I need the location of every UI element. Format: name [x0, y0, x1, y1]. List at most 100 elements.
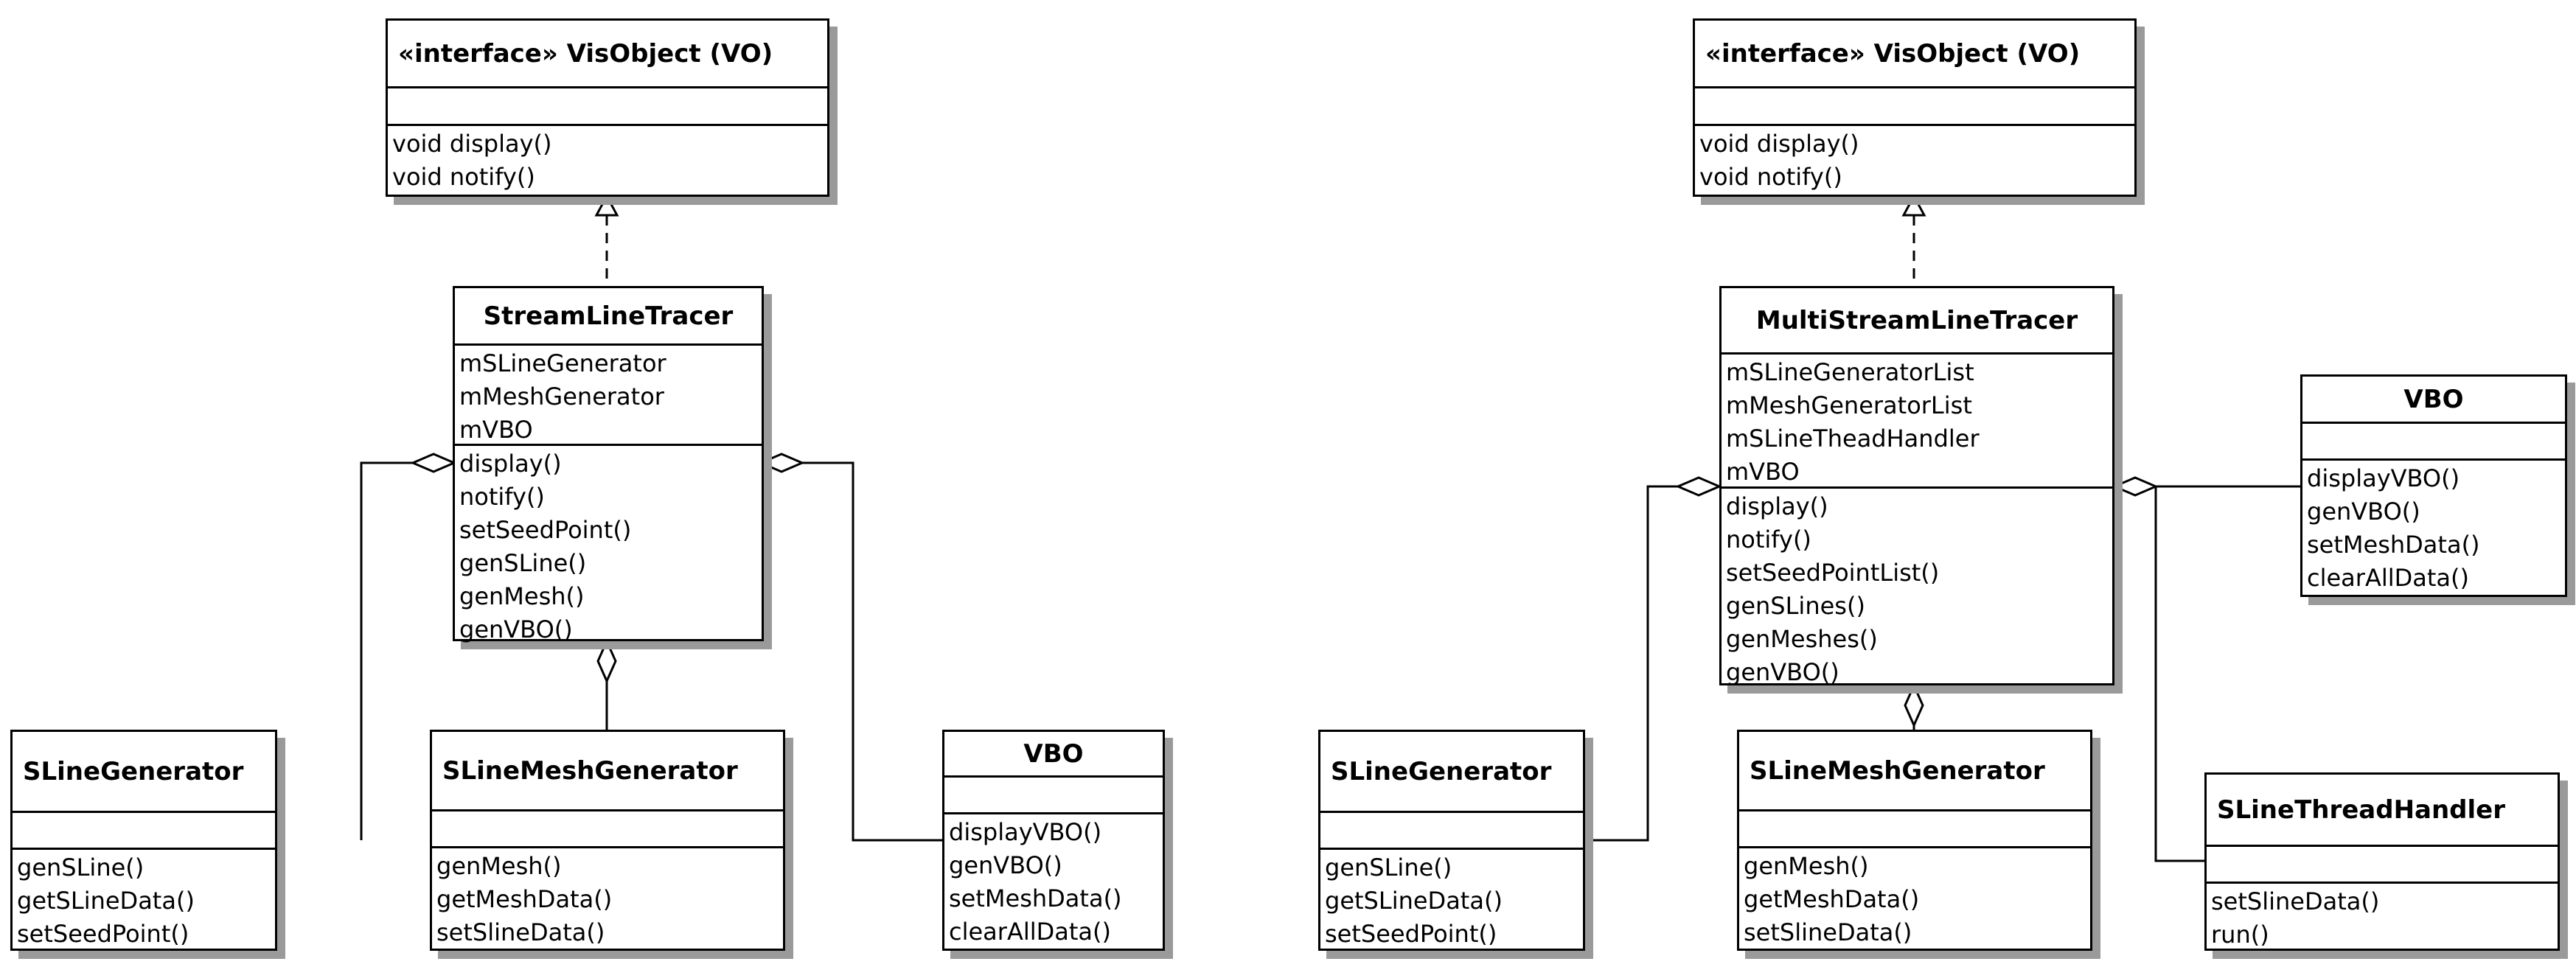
right-vbo-box: VBO displayVBO() genVBO() setMeshData() …: [2300, 374, 2567, 597]
right-interface-box: «interface» VisObject (VO) void display(…: [1693, 18, 2137, 197]
right-multi-stream-line-tracer-box: MultiStreamLineTracer mSLineGeneratorLis…: [1719, 286, 2114, 686]
attributes-compartment: [13, 813, 275, 850]
operation: clearAllData(): [2307, 564, 2469, 592]
operation: clearAllData(): [949, 918, 1111, 946]
attributes-compartment: [944, 778, 1163, 814]
operations-compartment: genSLine() getSLineData() setSeedPoint(): [13, 850, 275, 952]
attribute: mMeshGeneratorList: [1726, 391, 1972, 419]
attributes-compartment: [1695, 88, 2134, 126]
operation: setSeedPoint(): [459, 516, 632, 544]
operation: notify(): [459, 483, 545, 511]
attributes-compartment: mSLineGeneratorList mMeshGeneratorList m…: [1722, 355, 2112, 489]
operation: setSlineData(): [436, 918, 605, 946]
operation: void notify(): [392, 163, 535, 191]
operation: setMeshData(): [949, 884, 1122, 912]
operation: getMeshData(): [436, 885, 613, 913]
operation: displayVBO(): [2307, 464, 2460, 492]
attribute: mSLineGenerator: [459, 349, 666, 377]
attributes-compartment: [2302, 424, 2565, 461]
class-name: VBO: [2302, 377, 2565, 424]
class-name: SLineMeshGenerator: [432, 732, 783, 811]
operation: void display(): [392, 130, 552, 158]
operation: genSLine(): [459, 549, 587, 577]
operation: notify(): [1726, 526, 1811, 554]
left-aggregation-sline-generator: [360, 461, 413, 840]
operation: setSlineData(): [1744, 918, 1912, 946]
attribute: mSLineTheadHandler: [1726, 425, 1980, 453]
operations-compartment: genMesh() getMeshData() setSlineData(): [432, 848, 783, 951]
operation: genSLines(): [1726, 592, 1865, 620]
operation: setSeedPoint(): [1325, 920, 1497, 948]
right-aggregation-sline-generator: [1585, 485, 1678, 842]
class-name: SLineMeshGenerator: [1739, 732, 2090, 811]
attribute: mSLineGeneratorList: [1726, 358, 1974, 386]
operation: run(): [2211, 921, 2269, 949]
operation: setSeedPoint(): [17, 920, 189, 948]
operations-compartment: setSlineData() run(): [2207, 884, 2558, 953]
operation: genVBO(): [949, 851, 1062, 879]
class-name: SLineGenerator: [13, 732, 275, 813]
left-stream-line-tracer-box: StreamLineTracer mSLineGenerator mMeshGe…: [453, 286, 764, 643]
class-name: «interface» VisObject (VO): [388, 21, 827, 88]
operations-compartment: genSLine() getSLineData() setSeedPoint(): [1320, 850, 1583, 952]
right-aggregation-diamond-sline: [1675, 476, 1722, 497]
left-sline-mesh-generator-box: SLineMeshGenerator genMesh() getMeshData…: [430, 730, 785, 951]
attributes-compartment: [432, 811, 783, 848]
operation: genMesh(): [459, 582, 585, 610]
operation: getMeshData(): [1744, 885, 1920, 913]
right-aggregation-diamond-mesh: [1904, 683, 1924, 728]
left-aggregation-diamond-mesh: [596, 638, 617, 684]
class-name: StreamLineTracer: [455, 288, 762, 346]
operations-compartment: void display() void notify(): [1695, 126, 2134, 195]
class-name: SLineThreadHandler: [2207, 775, 2558, 847]
operations-compartment: void display() void notify(): [388, 126, 827, 195]
right-realization-arrowhead: [1901, 193, 1926, 217]
operation: display(): [1726, 492, 1828, 520]
attributes-compartment: [1320, 813, 1583, 850]
left-aggregation-diamond-vbo: [758, 453, 805, 473]
right-sline-generator-box: SLineGenerator genSLine() getSLineData()…: [1318, 730, 1585, 951]
class-name: VBO: [944, 732, 1163, 778]
operations-compartment: genMesh() getMeshData() setSlineData(): [1739, 848, 2090, 951]
operation: genVBO(): [1726, 658, 1839, 686]
right-aggregation-thread-handler: [2154, 486, 2204, 862]
class-name: MultiStreamLineTracer: [1722, 288, 2112, 355]
operation: getSLineData(): [1325, 887, 1503, 915]
right-aggregation-diamond-vbo: [2112, 476, 2159, 497]
operation: genSLine(): [17, 853, 145, 882]
operation: genMesh(): [1744, 852, 1869, 880]
operations-compartment: displayVBO() genVBO() setMeshData() clea…: [2302, 461, 2565, 596]
operation: displayVBO(): [949, 818, 1102, 846]
operation: void display(): [1699, 130, 1859, 158]
right-sline-thread-handler-box: SLineThreadHandler setSlineData() run(): [2204, 772, 2560, 951]
right-sline-mesh-generator-box: SLineMeshGenerator genMesh() getMeshData…: [1737, 730, 2092, 951]
class-name: SLineGenerator: [1320, 732, 1583, 813]
operations-compartment: display() notify() setSeedPoint() genSLi…: [455, 446, 762, 648]
operation: display(): [459, 450, 562, 478]
operation: genVBO(): [2307, 498, 2420, 526]
operation: genMeshes(): [1726, 625, 1878, 653]
operation: getSLineData(): [17, 887, 195, 915]
operation: genMesh(): [436, 852, 562, 880]
left-aggregation-diamond-sline: [410, 453, 457, 473]
operation: genSLine(): [1325, 853, 1452, 882]
attribute: mVBO: [459, 416, 533, 444]
operation: setMeshData(): [2307, 531, 2480, 559]
left-realization-arrowhead: [594, 193, 619, 217]
attribute: mVBO: [1726, 458, 1800, 486]
left-sline-generator-box: SLineGenerator genSLine() getSLineData()…: [10, 730, 277, 951]
operation: setSlineData(): [2211, 887, 2380, 915]
attributes-compartment: [1739, 811, 2090, 848]
operations-compartment: displayVBO() genVBO() setMeshData() clea…: [944, 814, 1163, 950]
left-aggregation-vbo: [802, 461, 942, 842]
operation: setSeedPointList(): [1726, 559, 1940, 587]
operation: void notify(): [1699, 163, 1842, 191]
left-interface-box: «interface» VisObject (VO) void display(…: [386, 18, 829, 197]
attribute: mMeshGenerator: [459, 383, 664, 411]
class-name: «interface» VisObject (VO): [1695, 21, 2134, 88]
left-vbo-box: VBO displayVBO() genVBO() setMeshData() …: [942, 730, 1165, 951]
attributes-compartment: mSLineGenerator mMeshGenerator mVBO: [455, 346, 762, 446]
operations-compartment: display() notify() setSeedPointList() ge…: [1722, 489, 2112, 691]
